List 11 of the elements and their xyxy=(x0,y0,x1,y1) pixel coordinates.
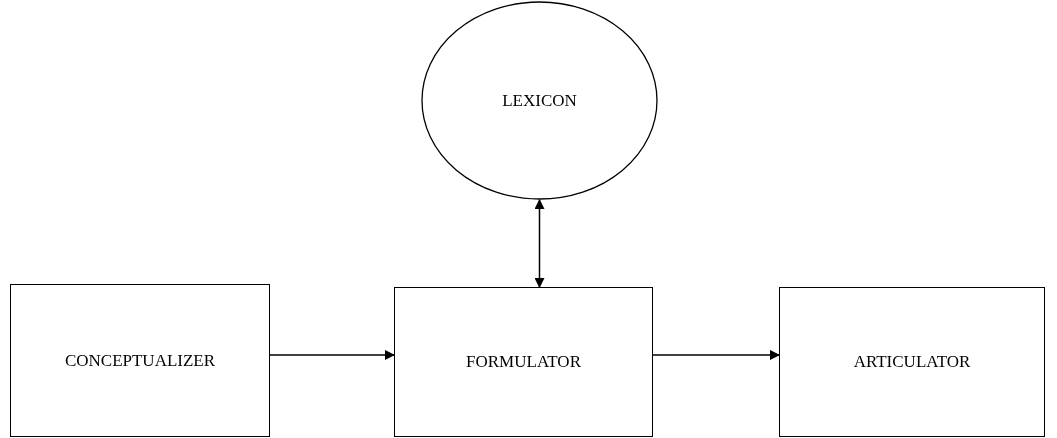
node-label: FORMULATOR xyxy=(466,352,581,372)
process-box xyxy=(10,284,270,437)
arrow xyxy=(269,350,395,360)
node-label: CONCEPTUALIZER xyxy=(64,350,216,371)
process-box xyxy=(394,287,653,437)
arrow xyxy=(652,350,780,360)
arrow xyxy=(534,199,545,288)
process-box xyxy=(779,287,1045,437)
node-label: ARTICULATOR xyxy=(853,352,971,372)
ellipse-node xyxy=(421,1,658,200)
node-label: LEXICON xyxy=(502,90,577,111)
